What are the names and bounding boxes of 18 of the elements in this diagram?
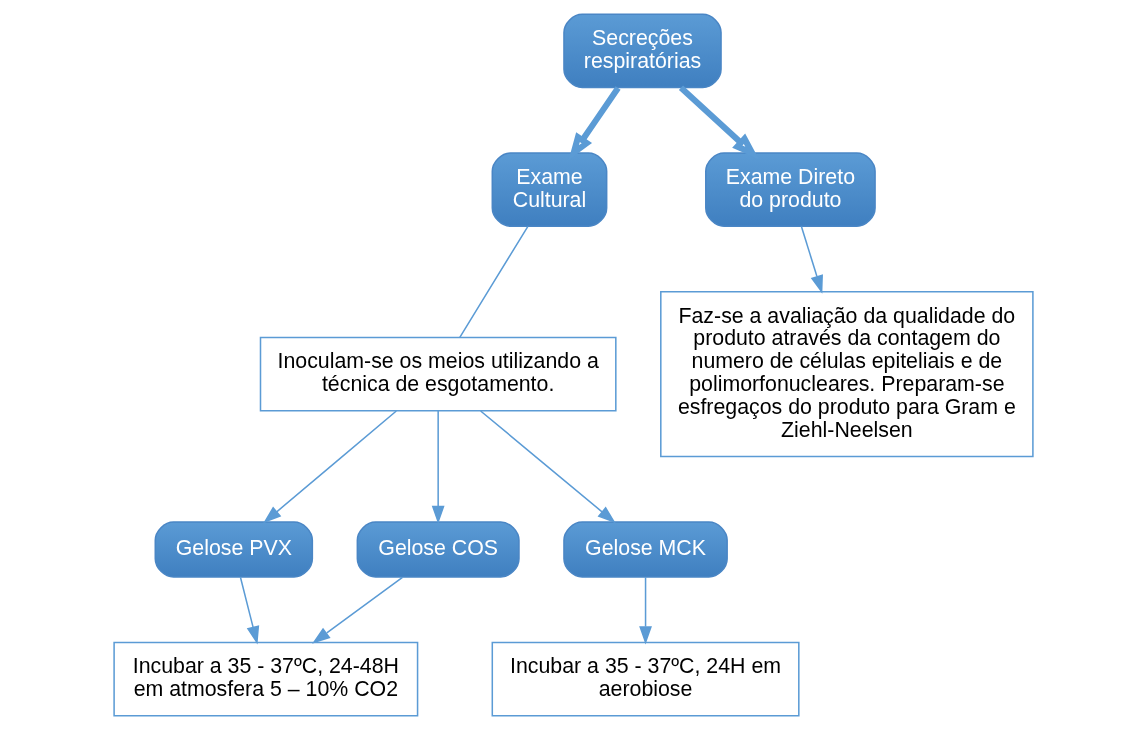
arrow (311, 576, 403, 644)
connector (458, 225, 528, 339)
node-box: Incubar a 35 - 37ºC, 24H em aerobiose (491, 641, 800, 717)
node-box: Gelose PVX (154, 521, 313, 578)
arrow (431, 410, 445, 525)
node-box: Gelose MCK (562, 521, 728, 578)
arrow (262, 410, 397, 524)
arrow (800, 225, 823, 294)
node-box: Exame Cultural (491, 152, 607, 227)
node-box: Exame Direto do produto (704, 152, 876, 227)
arrow (479, 410, 616, 524)
arrow (638, 576, 652, 645)
node-box: Inoculam-se os meios utilizando a técnica de esgotamento. (259, 336, 617, 412)
arrow (239, 576, 259, 645)
node-box: Faz-se a avaliação da qualidade do produto através da contagem do numero de células epiteliais e de polimorfonucleares. Preparam-se esfregaços do produto para Gram e Ziehl-Neelsen (659, 291, 1034, 458)
node-box: Secreções respiratórias (562, 13, 722, 89)
node-box: Gelose COS (356, 521, 520, 578)
node-box: Incubar a 35 - 37ºC, 24-48H em atmosfera 5 – 10% CO2 (112, 641, 418, 717)
